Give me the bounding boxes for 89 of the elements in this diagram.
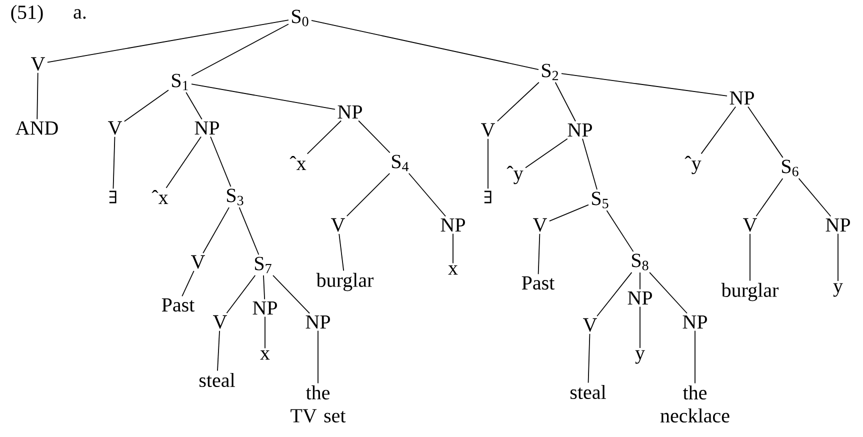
tree-node-label: NP [628,291,652,305]
example-number: (51) [11,4,43,24]
tree-branch [346,172,390,217]
tree-node-label: x [260,350,270,360]
tree-node-label: x [448,265,458,275]
tree-node-label: S$_{4}$ [392,154,409,172]
tree-branch [408,172,446,217]
tree-node-label: Past [162,298,195,312]
tree-branch [311,20,539,70]
tree-branch [748,106,784,158]
tree-node-label: V [743,218,757,232]
tree-branch [191,84,336,110]
tree-node-label: ˆy [506,166,524,184]
tree-node-label: V [108,121,122,135]
tree-node-label: V [583,318,597,332]
tree-node-label: burglar [721,282,779,302]
tree-node-label: steal [570,384,606,400]
tree-branch [606,210,634,252]
tree-node-label: V [331,218,345,232]
tree-node-label: steal [200,372,235,388]
tree-branch [452,233,454,264]
tree-branch [202,207,230,254]
tree-branch [238,207,260,256]
tree-branch [166,136,202,188]
tree-branch [756,178,784,217]
tree-branch [700,106,736,154]
tree-node-label: ˆy [684,156,702,174]
tree-branch [263,274,266,300]
tree-branch [182,270,194,297]
tree-node-label: the necklace [660,385,730,423]
tree-node-label: the TV set [290,385,346,423]
tree-node-label: NP [338,105,362,119]
tree-branch [217,330,220,372]
tree-node-label: NP [826,218,850,232]
tree-node-label: NP [252,301,277,315]
tree-node-label: NP [568,123,592,137]
tree-node-label: NP [682,315,707,329]
tree-branch [112,136,116,190]
tree-branch [46,20,289,63]
tree-node-label: NP [440,218,465,232]
tree-node-label: S$_{5}$ [592,192,608,208]
tree-node-label: ˆx [152,190,168,204]
tree-branch [272,274,310,314]
tree-node-label: ∃ [484,190,492,204]
tree-branch [798,178,832,217]
tree-node-label: S$_{6}$ [782,160,798,176]
tree-branch [561,73,728,96]
tree-node-label: AND [16,121,58,135]
tree-branch [538,233,540,275]
tree-node-label: S$_{1}$ [172,74,188,90]
tree-branch [338,233,344,272]
item-letter: a. [74,9,86,19]
tree-branch [226,274,256,314]
tree-branch [358,120,390,154]
tree-branch [496,82,540,122]
tree-branch [186,92,202,120]
tree-node-label: S$_{7}$ [255,256,272,274]
tree-branch [582,138,598,190]
tree-node-label: V [533,218,547,232]
tree-node-label: V [213,315,227,329]
tree-node-label: S$_{3}$ [227,188,244,206]
tree-branch [649,272,688,314]
tree-node-label: NP [306,315,330,329]
tree-branch [191,24,289,76]
tree-node-label: NP [194,121,219,135]
tree-node-label: Past [522,276,555,290]
tree-branch [588,333,590,384]
tree-node-label: S$_{8}$ [632,254,648,270]
tree-node-label: V [481,123,495,137]
tree-branch [210,136,232,187]
tree-branch [596,272,632,317]
tree-node-label: S$_{2}$ [542,64,558,80]
tree-branch [36,72,38,120]
tree-node-label: ˆx [290,156,306,170]
tree-node-label: NP [730,91,754,105]
tree-node-label: y [833,283,843,297]
tree-branch [548,204,589,222]
tree-branch [306,120,342,154]
tree-node-label: V [191,255,205,269]
tree-node-label: burglar [316,272,374,292]
tree-branch [525,138,568,168]
tree-node-label: S$_{0}$ [292,10,308,26]
tree-node-label: ∃ [109,190,116,204]
tree-node-label: y [635,350,645,364]
tree-branch [124,90,169,122]
tree-node-label: V [31,57,45,71]
tree-branch [694,330,696,384]
tree-branch [264,316,266,349]
tree-branch [554,82,576,122]
